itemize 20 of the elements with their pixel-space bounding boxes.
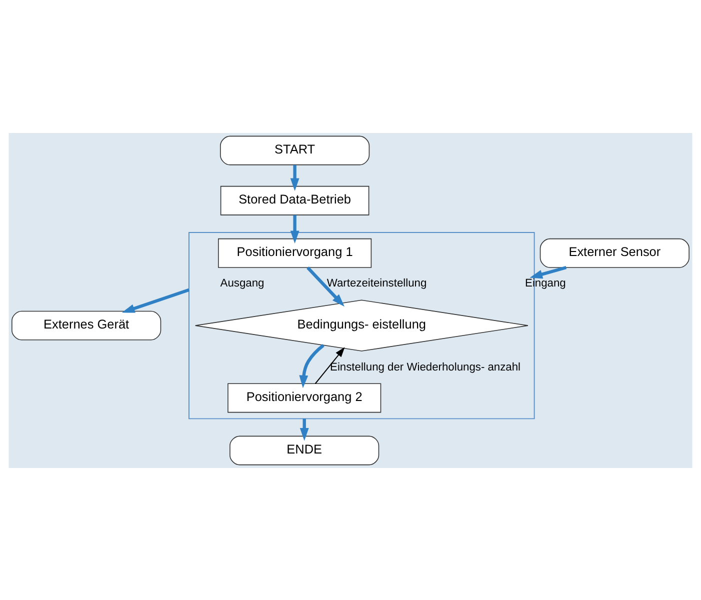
node-box: START (220, 135, 370, 165)
arrow (290, 164, 300, 191)
node-box: Externer Sensor (540, 238, 690, 268)
arrow (290, 214, 300, 243)
edge-label: Einstellung der Wiederholungs- anzahl (330, 360, 521, 373)
edge-label: Eingang (525, 277, 566, 290)
arrow (300, 418, 309, 440)
arrow (314, 346, 345, 384)
node-box: Externes Gerät (12, 310, 162, 340)
node-box: Stored Data-Betrieb (220, 185, 370, 215)
arrow (306, 266, 344, 306)
node-box: Positioniervorgang 1 (218, 238, 372, 268)
node-box: ENDE (230, 435, 380, 465)
edge-label: Ausgang (220, 277, 264, 290)
arrow (122, 288, 190, 312)
edge-label: Wartezeiteinstellung (326, 277, 427, 290)
arrow (530, 265, 567, 278)
node-diamond: Bedingungs- eistellung (194, 299, 528, 351)
arrow (299, 344, 324, 388)
node-box: Positioniervorgang 2 (228, 382, 382, 412)
